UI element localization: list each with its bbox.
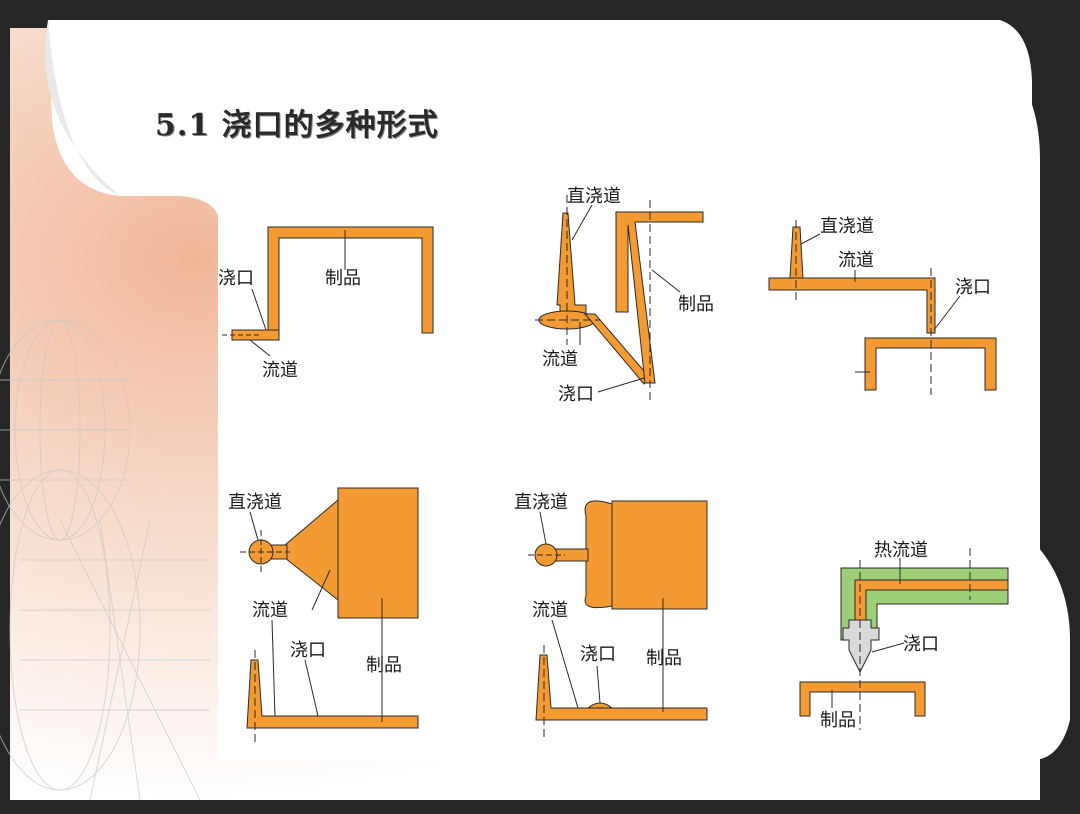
product-leader [651,269,681,293]
label-sprue: 直浇道 [820,216,874,237]
label-runner: 流道 [532,600,568,621]
gate-leader-2 [311,569,331,611]
gate-leader [251,288,267,331]
label-product: 制品 [646,648,682,669]
slide-title: 5.1 浇口的多种形式 [155,108,439,143]
runner-leader [271,619,276,717]
runner-leader [551,619,579,709]
side-section [535,654,708,721]
content-panel [48,20,1032,760]
gate-leader [304,659,319,717]
tab-gate [584,500,613,609]
label-gate: 浇口 [955,277,991,298]
sprue-leader [249,511,259,541]
gate-leader [597,377,645,393]
product-part [611,500,708,610]
label-product: 制品 [366,655,402,676]
diagram-5: 直浇道 流道 浇口 制品 [514,492,708,740]
diagram-2: 直浇道 制品 流道 浇口 [535,186,714,405]
sprue-leader [571,204,593,241]
label-product: 制品 [678,294,714,315]
sprue-leader [539,511,547,545]
product-part [337,487,419,619]
product-part [799,681,926,717]
label-runner: 流道 [838,250,874,271]
tab-section [586,702,614,709]
page-curl [45,20,120,196]
product-part [267,226,434,334]
label-gate: 浇口 [580,644,616,665]
label-product: 制品 [820,710,856,731]
label-sprue: 直浇道 [228,492,282,513]
nozzle [842,619,880,674]
label-gate: 浇口 [218,268,254,289]
runner-leader [249,339,271,357]
label-sprue: 直浇道 [514,492,568,513]
diagram-6: 热流道 浇口 制品 [799,540,1009,731]
label-runner: 流道 [252,600,288,621]
diagram-1: 浇口 制品 流道 [218,226,434,381]
diagram-3: 直浇道 流道 浇口 [768,216,997,395]
gate-leader [933,295,961,331]
diagram-4: 直浇道 流道 浇口 制品 [228,487,419,745]
label-sprue: 直浇道 [567,186,621,207]
runner-part [768,277,936,334]
side-section [246,659,419,729]
sprue-leader [800,233,821,245]
gate-leader [871,642,905,653]
label-gate: 浇口 [290,640,326,661]
gate-leader [596,665,601,704]
label-runner: 流道 [542,349,578,370]
label-gate: 浇口 [558,384,594,405]
label-hot-runner: 热流道 [874,540,928,561]
page-curl-right [1032,540,1070,760]
product-part [864,337,997,391]
label-runner: 流道 [262,360,298,381]
label-gate: 浇口 [903,634,939,655]
label-product: 制品 [325,268,361,289]
